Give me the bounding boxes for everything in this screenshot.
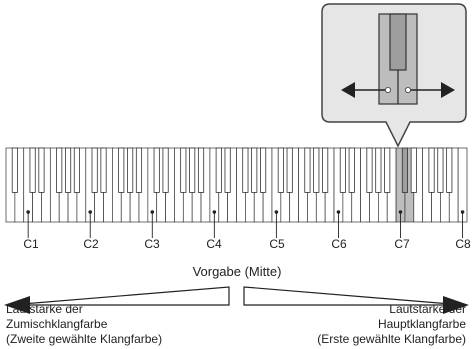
black-key: [189, 147, 196, 193]
octave-label-c8: C8: [455, 237, 471, 251]
black-key: [251, 147, 258, 193]
octave-label-c4: C4: [206, 237, 222, 251]
octave-labels: C1 C2 C3 C4 C5 C6 C7 C8: [23, 237, 471, 251]
octave-label-c1: C1: [23, 237, 39, 251]
black-key: [153, 147, 160, 193]
black-key: [384, 147, 391, 193]
black-key: [180, 147, 187, 193]
left-caption-line-3: (Zweite gewählte Klangfarbe): [6, 332, 162, 346]
callout: [321, 3, 467, 148]
black-key: [410, 147, 417, 193]
black-key: [29, 147, 36, 193]
octave-label-c3: C3: [144, 237, 160, 251]
right-arrow-icon: [443, 296, 469, 314]
callout-left-arrow-icon: [341, 82, 355, 98]
black-key: [322, 147, 329, 193]
left-caption-line-2: Zumischklangfarbe: [6, 317, 108, 331]
black-key: [91, 147, 98, 193]
left-wedge: [9, 286, 230, 306]
black-key: [437, 147, 444, 193]
keyboard: [5, 147, 468, 238]
black-key: [313, 147, 320, 193]
balance-indicator: [4, 286, 469, 314]
octave-label-c5: C5: [269, 237, 285, 251]
black-key: [118, 147, 125, 193]
callout-right-arrow-icon: [441, 82, 455, 98]
black-key: [56, 147, 63, 193]
black-key: [73, 147, 80, 193]
black-key: [428, 147, 435, 193]
octave-label-c6: C6: [331, 237, 347, 251]
black-key: [348, 147, 355, 193]
callout-black-key: [389, 13, 407, 71]
callout-left-dot: [384, 87, 391, 94]
right-caption-line-2: Hauptklangfarbe: [378, 317, 466, 331]
black-key: [38, 147, 45, 193]
black-key: [135, 147, 143, 193]
black-key: [100, 147, 107, 193]
black-key: [446, 147, 453, 193]
black-key: [375, 147, 382, 193]
right-wedge: [243, 286, 464, 306]
black-key: [260, 147, 267, 193]
black-key: [286, 147, 293, 193]
left-arrow-icon: [4, 296, 30, 314]
left-caption-line-1: Lautstärke der: [6, 302, 83, 316]
right-caption-line-3: (Erste gewählte Klangfarbe): [317, 332, 466, 346]
black-key: [339, 147, 346, 193]
octave-label-c2: C2: [83, 237, 99, 251]
black-key: [162, 147, 169, 193]
black-key: [277, 147, 284, 193]
right-caption: Lautstärke der Hauptklangfarbe (Erste ge…: [317, 302, 466, 346]
black-key: [242, 147, 249, 193]
black-key: [197, 147, 205, 193]
left-caption: Lautstärke der Zumischklangfarbe (Zweite…: [6, 302, 162, 346]
black-key: [366, 147, 373, 193]
octave-label-c7: C7: [394, 237, 410, 251]
black-key: [11, 147, 18, 193]
black-key: [127, 147, 134, 193]
black-key: [215, 147, 222, 193]
black-key: [304, 147, 311, 193]
default-label: Vorgabe (Mitte): [193, 264, 282, 279]
black-key: [224, 147, 231, 193]
right-caption-line-1: Lautstärke der: [389, 302, 466, 316]
callout-right-dot: [404, 87, 411, 94]
black-key: [401, 147, 408, 193]
black-key: [65, 147, 72, 193]
